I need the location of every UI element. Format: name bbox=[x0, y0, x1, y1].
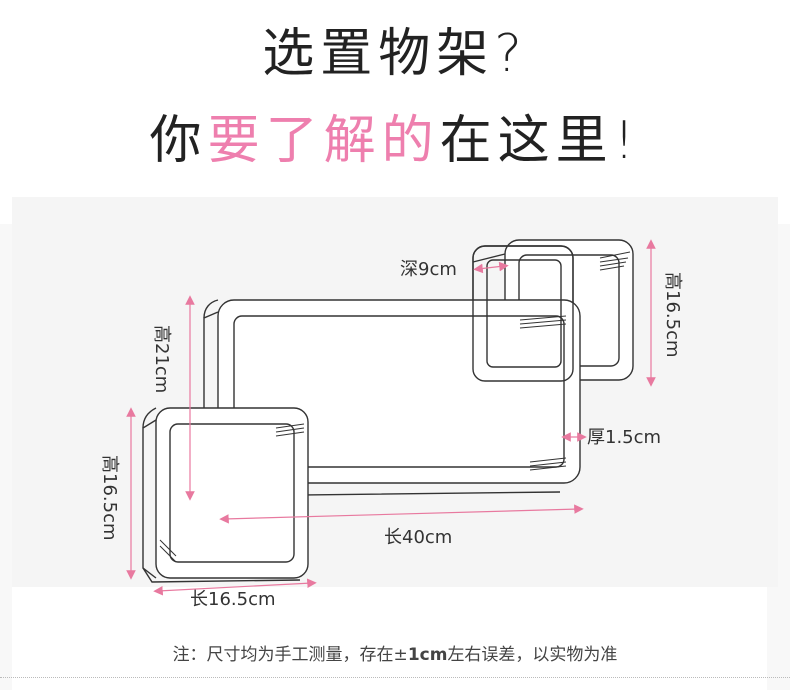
dimension-lines bbox=[126, 239, 656, 596]
note-suffix: 左右误差，以实物为准 bbox=[447, 645, 618, 665]
label-height-left: 高16.5cm bbox=[99, 455, 120, 541]
label-height-right: 高16.5cm bbox=[662, 272, 683, 358]
note-bold: 1cm bbox=[407, 645, 448, 665]
measurement-note: 注：尺寸均为手工测量，存在±1cm左右误差，以实物为准 bbox=[0, 640, 790, 665]
label-thickness: 厚1.5cm bbox=[587, 427, 661, 448]
shelf-cube-right-front bbox=[472, 245, 574, 382]
headline-highlight: 要了解的 bbox=[207, 111, 440, 171]
background-strip-left bbox=[0, 224, 12, 690]
shelf-cube-left bbox=[142, 407, 309, 583]
label-length-middle: 长40cm bbox=[384, 527, 452, 548]
label-height-middle: 高21cm bbox=[151, 325, 172, 393]
dotted-divider bbox=[0, 677, 790, 678]
headline-prefix: 你 bbox=[149, 111, 208, 171]
label-length-left: 长16.5cm bbox=[190, 589, 276, 610]
headline-suffix: 在这里! bbox=[439, 111, 641, 171]
headline-line-2: 你要了解的在这里! bbox=[0, 115, 790, 167]
headline-line-1: 选置物架? bbox=[262, 24, 528, 84]
note-prefix: 注：尺寸均为手工测量，存在± bbox=[172, 645, 408, 665]
label-depth: 深9cm bbox=[400, 259, 457, 280]
